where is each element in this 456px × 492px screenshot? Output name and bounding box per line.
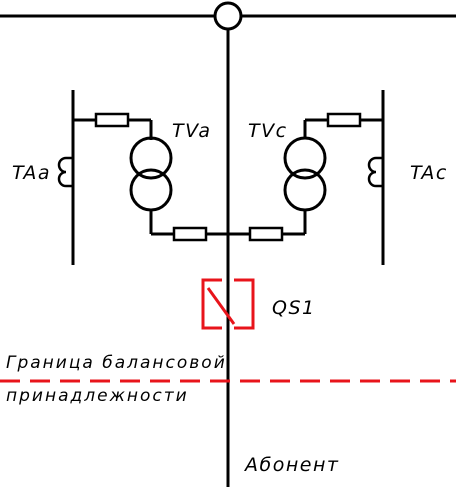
right-top-fuse [326,112,362,128]
label-boundary-line1: Граница балансовой [6,353,227,373]
bottom-left-fuse [172,226,208,242]
bottom-right-fuse [248,226,284,242]
left-top-fuse [94,112,130,128]
tv-a-upper-winding [129,136,173,180]
label-ta-c: TAc [410,162,448,184]
tv-c-lower-winding [283,168,327,212]
connection-circle [213,1,243,31]
ta-c-coil [367,156,383,188]
qs1-switch-frame [201,278,255,330]
label-ta-a: TAa [12,162,52,184]
qs1-switch-blade [206,287,236,325]
label-subscriber: Абонент [245,454,340,476]
tv-a-lower-winding [129,168,173,212]
label-tv-c: TVc [248,120,288,142]
label-tv-a: TVa [172,120,212,142]
label-qs1: QS1 [272,297,316,319]
ta-a-coil [57,156,73,188]
label-boundary-line2: принадлежности [6,386,189,406]
tv-c-upper-winding [283,136,327,180]
